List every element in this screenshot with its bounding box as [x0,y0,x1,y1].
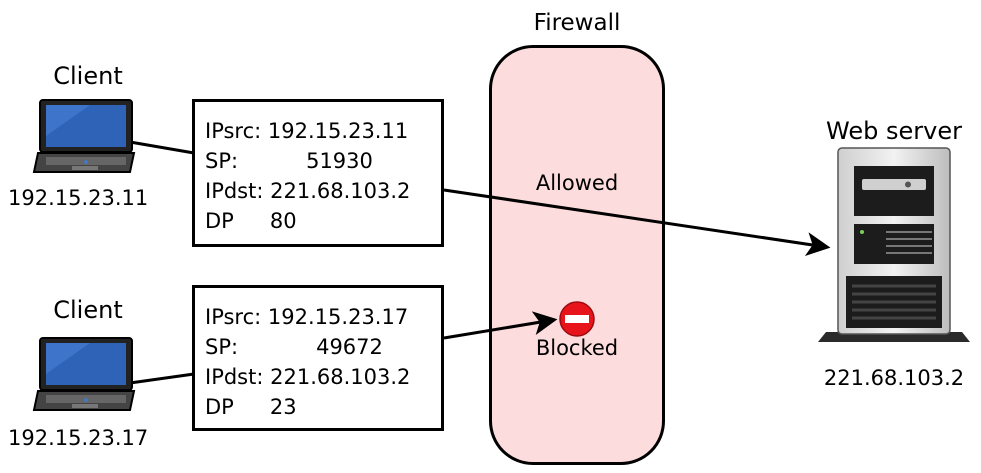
allowed-label: Allowed [535,171,619,195]
dp-value: 23 [269,395,297,419]
ipdst-key: IPdst: [205,179,264,203]
client1-label: Client [53,62,123,90]
packet-row-ipsrc: IPsrc: 192.15.23.11 [205,116,441,146]
ipsrc-key: IPsrc: [205,305,262,329]
ipsrc-key: IPsrc: [205,119,262,143]
no-entry-icon [559,301,595,337]
server-tower-icon [818,147,970,342]
dp-key: DP [205,209,234,233]
packet-row-ipsrc: IPsrc: 192.15.23.17 [205,302,441,332]
packet-row-dp: DP 23 [205,392,441,422]
sp-value: 49672 [316,335,383,359]
packet-row-sp: SP: 49672 [205,332,441,362]
sp-key: SP: [205,149,239,173]
ipdst-value: 221.68.103.2 [270,365,411,389]
packet-row-ipdst: IPdst: 221.68.103.2 [205,176,441,206]
firewall-zone [489,45,665,465]
blocked-arrow [443,311,558,340]
laptop-icon [32,337,136,411]
client2-link [129,372,195,385]
client1-link [129,140,195,155]
packet-row-dp: DP 80 [205,206,441,236]
sp-value: 51930 [306,149,373,173]
client2-ip: 192.15.23.17 [8,426,149,450]
packet-box-allowed: IPsrc: 192.15.23.11 SP: 51930 IPdst: 221.… [192,99,444,247]
packet-box-blocked: IPsrc: 192.15.23.17 SP: 49672 IPdst: 221.… [192,285,444,431]
firewall-title: Firewall [533,10,621,36]
client1-ip: 192.15.23.11 [8,186,149,210]
dp-value: 80 [269,209,297,233]
server-ip: 221.68.103.2 [823,366,965,390]
ipsrc-value: 192.15.23.11 [267,119,409,143]
packet-row-ipdst: IPdst: 221.68.103.2 [205,362,441,392]
client2-label: Client [53,296,123,324]
blocked-label: Blocked [535,336,619,360]
ipdst-key: IPdst: [205,365,264,389]
packet-row-sp: SP: 51930 [205,146,441,176]
server-label: Web server [826,117,962,145]
ipsrc-value: 192.15.23.17 [267,305,409,329]
allowed-arrow [443,188,831,256]
dp-key: DP [205,395,234,419]
sp-key: SP: [205,335,239,359]
laptop-icon [32,99,136,173]
ipdst-value: 221.68.103.2 [270,179,411,203]
